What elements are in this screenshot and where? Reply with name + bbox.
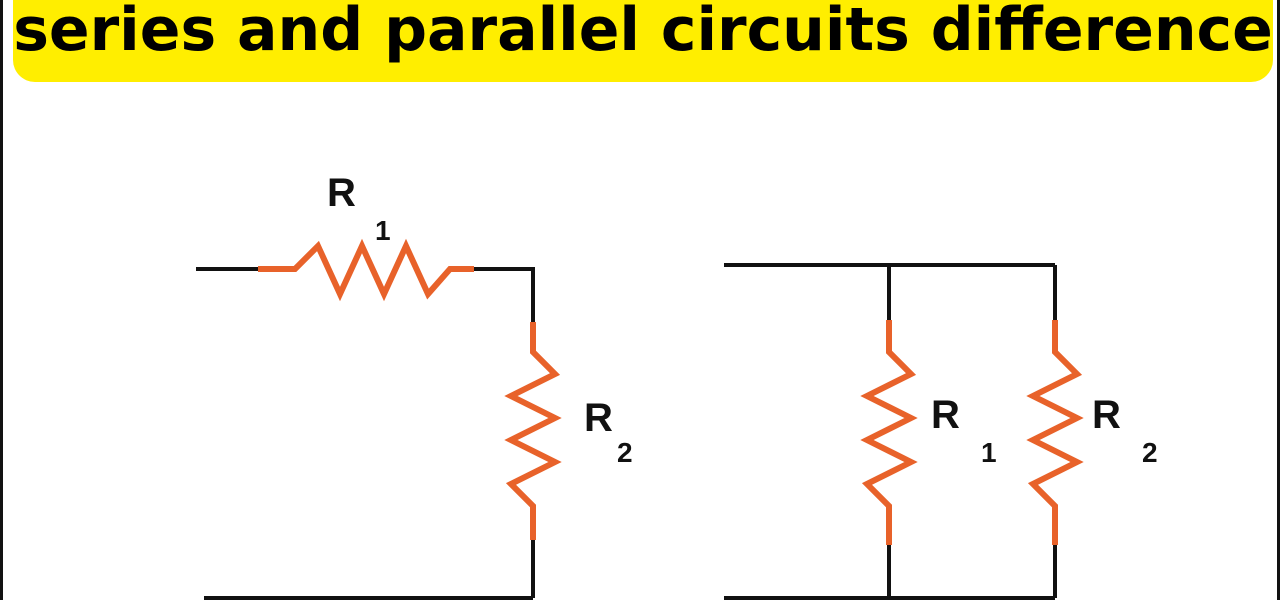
parallel-r1-index: 1 <box>981 437 997 468</box>
series-wires <box>196 267 535 600</box>
series-wire-corner <box>474 267 535 322</box>
series-r2-index: 2 <box>617 437 633 468</box>
series-r1-letter: R <box>327 171 356 215</box>
parallel-resistor-r2 <box>1026 320 1084 545</box>
parallel-r2-index: 2 <box>1142 437 1158 468</box>
series-resistor-r1 <box>258 238 474 302</box>
parallel-r2-letter: R <box>1092 393 1121 437</box>
page-title: series and parallel circuits difference <box>13 0 1273 65</box>
parallel-wires <box>724 263 1057 600</box>
series-resistor-r2 <box>504 322 562 540</box>
series-r2-letter: R <box>584 396 613 440</box>
parallel-resistor-r1 <box>860 320 918 545</box>
series-circuit: R 1 R 2 <box>196 171 633 600</box>
series-r1-index: 1 <box>375 215 391 246</box>
title-banner: series and parallel circuits difference <box>13 0 1273 82</box>
parallel-r1-letter: R <box>931 393 960 437</box>
parallel-circuit: R 1 R 2 <box>724 263 1158 600</box>
